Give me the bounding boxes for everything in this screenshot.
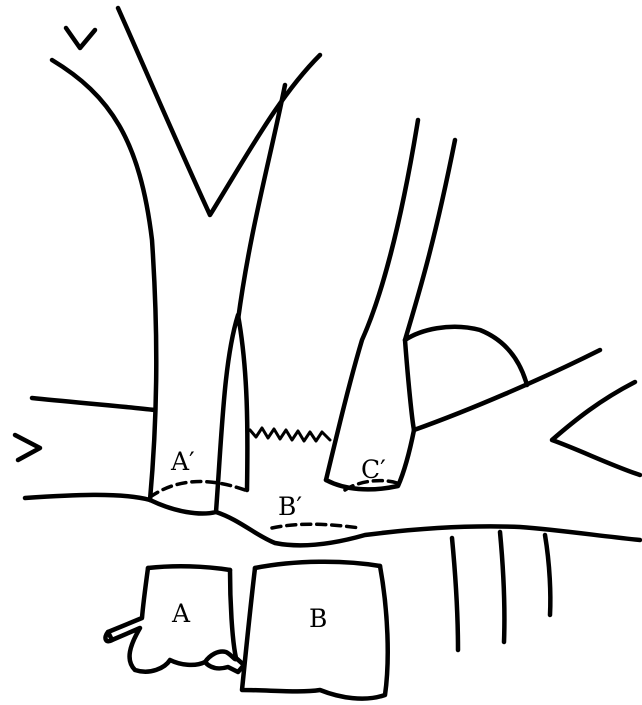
stripe [545, 535, 550, 615]
vessel-outline [25, 495, 150, 500]
vessel-outline [66, 28, 95, 48]
horizontal-vessel [15, 350, 640, 545]
suture-line [250, 428, 330, 441]
label-a: A [171, 599, 191, 628]
stump-outline [255, 562, 380, 568]
vessel-outline [405, 140, 527, 385]
vessel-cut-end [150, 315, 247, 514]
stripe [500, 532, 504, 642]
vessel-outline [15, 435, 40, 460]
stump-outline [205, 652, 236, 662]
a-prime-dashed-cut [150, 482, 245, 497]
right-vessel [326, 120, 527, 489]
vessel-outline [552, 382, 640, 475]
vessel-outline [118, 8, 320, 215]
suture-stitches [250, 428, 330, 441]
label-c-prime: C′ [361, 455, 386, 484]
vessel-stripes [452, 532, 550, 650]
vessel-outline [414, 350, 600, 430]
vessel-outline [326, 120, 418, 480]
vessel-outline [405, 340, 414, 430]
b-prime-dashed-cut [272, 524, 360, 528]
label-a-prime: A′ [170, 447, 195, 476]
label-b: B [309, 604, 327, 633]
stripe [452, 538, 458, 650]
label-b-prime: B′ [278, 492, 302, 521]
stump-outline [148, 566, 230, 570]
vessel-outline [238, 85, 285, 320]
vessel-outline [32, 398, 155, 410]
vessel-outline [52, 60, 156, 500]
